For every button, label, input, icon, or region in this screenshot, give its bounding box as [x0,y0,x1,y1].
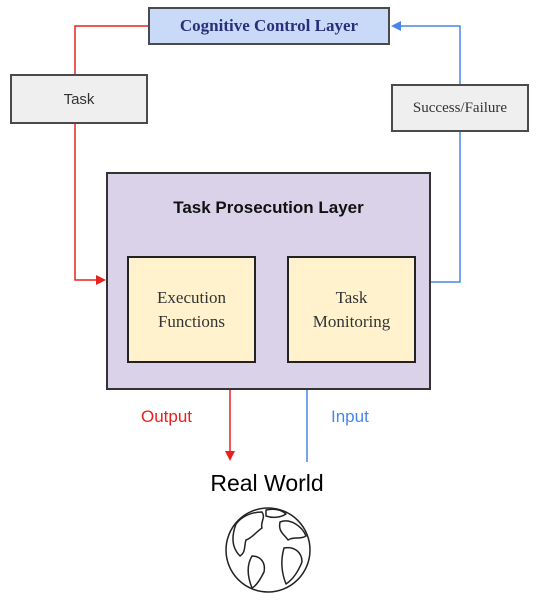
task-prosecution-layer-title: Task Prosecution Layer [173,198,364,217]
execution-functions-line-2: Functions [157,311,226,331]
globe-icon [225,507,311,593]
success-failure-node: Success/Failure [391,84,529,132]
output-label: Output [141,407,193,426]
real-world-label: Real World [210,470,324,496]
execution-functions-line-1: Execution [157,287,226,307]
task-monitoring-line-2: Monitoring [312,311,391,331]
cognitive-control-layer: Cognitive Control Layer [148,7,390,45]
task-arrow [74,25,148,285]
task-label: Task [63,90,95,108]
task-monitoring-node: Task Monitoring [287,256,416,363]
task-monitoring-line-1: Task [335,287,368,307]
execution-functions-node: Execution Functions [127,256,256,363]
input-label: Input [331,407,369,426]
task-node: Task [10,74,148,124]
cognitive-control-layer-label: Cognitive Control Layer [179,16,359,35]
feedback-arrow [391,21,461,283]
success-failure-label: Success/Failure [412,99,508,116]
